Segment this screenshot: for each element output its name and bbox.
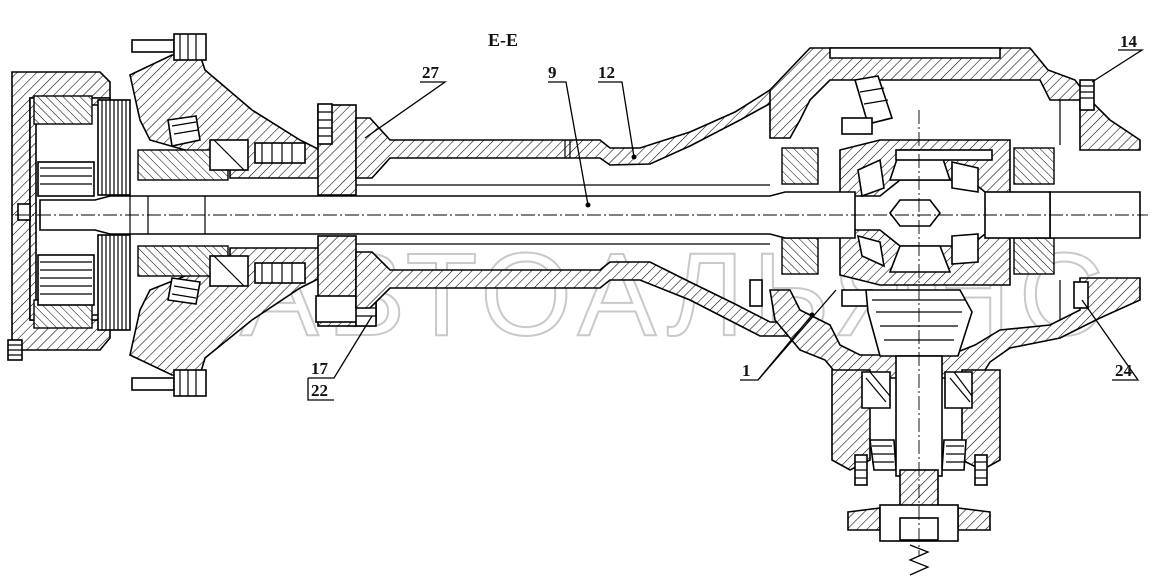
callout-22: 22 bbox=[311, 381, 328, 400]
break-line bbox=[908, 544, 930, 576]
callout-14: 14 bbox=[1120, 32, 1138, 51]
pinion-assembly bbox=[831, 289, 1001, 542]
callout-1: 1 bbox=[742, 361, 751, 380]
section-label: Е-Е bbox=[488, 30, 518, 50]
callout-24: 24 bbox=[1115, 361, 1133, 380]
knuckle-flange bbox=[315, 103, 377, 327]
wheel-hub-reducer bbox=[7, 33, 321, 397]
callout-27: 27 bbox=[422, 63, 440, 82]
callout-17: 17 bbox=[311, 359, 329, 378]
callout-12: 12 bbox=[598, 63, 615, 82]
leader-lines bbox=[307, 49, 1145, 401]
callout-9: 9 bbox=[548, 63, 557, 82]
